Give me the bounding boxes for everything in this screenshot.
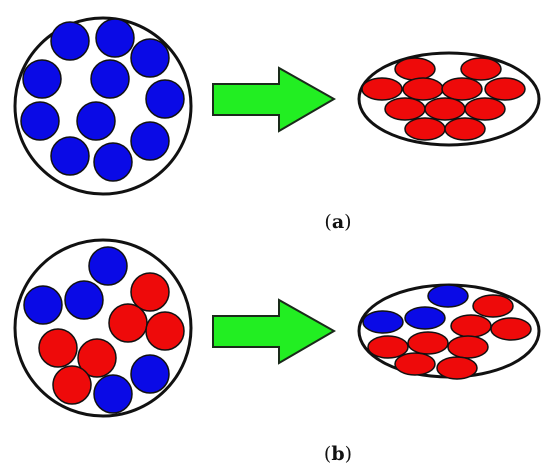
panel-b-final-red-particle bbox=[367, 335, 409, 359]
panel-a-initial-blue-particle bbox=[76, 101, 116, 141]
panel-b-label: (b) bbox=[324, 443, 352, 465]
panel-a: (a) bbox=[13, 16, 541, 233]
panel-a-final-particles bbox=[361, 57, 526, 141]
panel-b-initial-blue-particle bbox=[93, 374, 133, 414]
right-arrow-icon bbox=[212, 298, 337, 365]
panel-a-final-red-particle bbox=[441, 77, 483, 101]
panel-b-final-red-particle bbox=[407, 331, 449, 355]
panel-b-initial-red-particle bbox=[145, 311, 185, 351]
panel-b-final-red-particle bbox=[472, 294, 514, 318]
panel-a-final-red-particle bbox=[424, 97, 466, 121]
panel-b-initial-blue-particle bbox=[130, 354, 170, 394]
panel-b-final-red-particle bbox=[394, 352, 436, 376]
panel-b-final-blue-particle bbox=[404, 306, 446, 330]
panel-a-final-red-particle bbox=[384, 97, 426, 121]
panel-a-final-red-particle bbox=[361, 77, 403, 101]
panel-b-initial-red-particle bbox=[130, 272, 170, 312]
panel-b-initial-red-particle bbox=[38, 328, 78, 368]
panel-a-initial-blue-particle bbox=[130, 38, 170, 78]
panel-a-final-red-particle bbox=[394, 57, 436, 81]
panel-a-initial-particles bbox=[20, 18, 185, 182]
panel-a-final-red-particle bbox=[464, 97, 506, 121]
panel-b-final-blue-particle bbox=[362, 310, 404, 334]
panel-a-final-red-particle bbox=[404, 117, 446, 141]
panel-a-initial-blue-particle bbox=[50, 21, 90, 61]
panel-b: (b) bbox=[13, 238, 541, 465]
panel-a-initial-blue-particle bbox=[22, 59, 62, 99]
panel-a-initial-blue-particle bbox=[90, 59, 130, 99]
panel-a-final-red-particle bbox=[444, 117, 486, 141]
panel-b-final-red-particle bbox=[447, 335, 489, 359]
panel-b-final-red-particle bbox=[436, 356, 478, 380]
panel-b-initial-blue-particle bbox=[23, 285, 63, 325]
panel-a-initial-blue-particle bbox=[130, 121, 170, 161]
panel-a-label: (a) bbox=[324, 211, 351, 233]
panel-b-initial-red-particle bbox=[52, 365, 92, 405]
panel-b-final-particles bbox=[362, 284, 532, 380]
panel-a-initial-blue-particle bbox=[93, 142, 133, 182]
panel-a-initial-blue-particle bbox=[95, 18, 135, 58]
panel-b-final-red-particle bbox=[490, 317, 532, 341]
panel-a-initial-blue-particle bbox=[20, 101, 60, 141]
panel-a-final-red-particle bbox=[484, 77, 526, 101]
panel-b-final-red-particle bbox=[450, 314, 492, 338]
panel-b-initial-red-particle bbox=[108, 303, 148, 343]
panel-a-final-red-particle bbox=[460, 57, 502, 81]
panel-b-initial-blue-particle bbox=[88, 246, 128, 286]
panel-a-initial-blue-particle bbox=[50, 136, 90, 176]
panel-b-initial-red-particle bbox=[77, 338, 117, 378]
panel-b-initial-blue-particle bbox=[64, 280, 104, 320]
panel-b-final-blue-particle bbox=[427, 284, 469, 308]
panel-b-initial-particles bbox=[23, 246, 185, 414]
panel-a-initial-blue-particle bbox=[145, 79, 185, 119]
right-arrow-icon bbox=[212, 66, 337, 133]
panel-a-final-red-particle bbox=[402, 77, 444, 101]
